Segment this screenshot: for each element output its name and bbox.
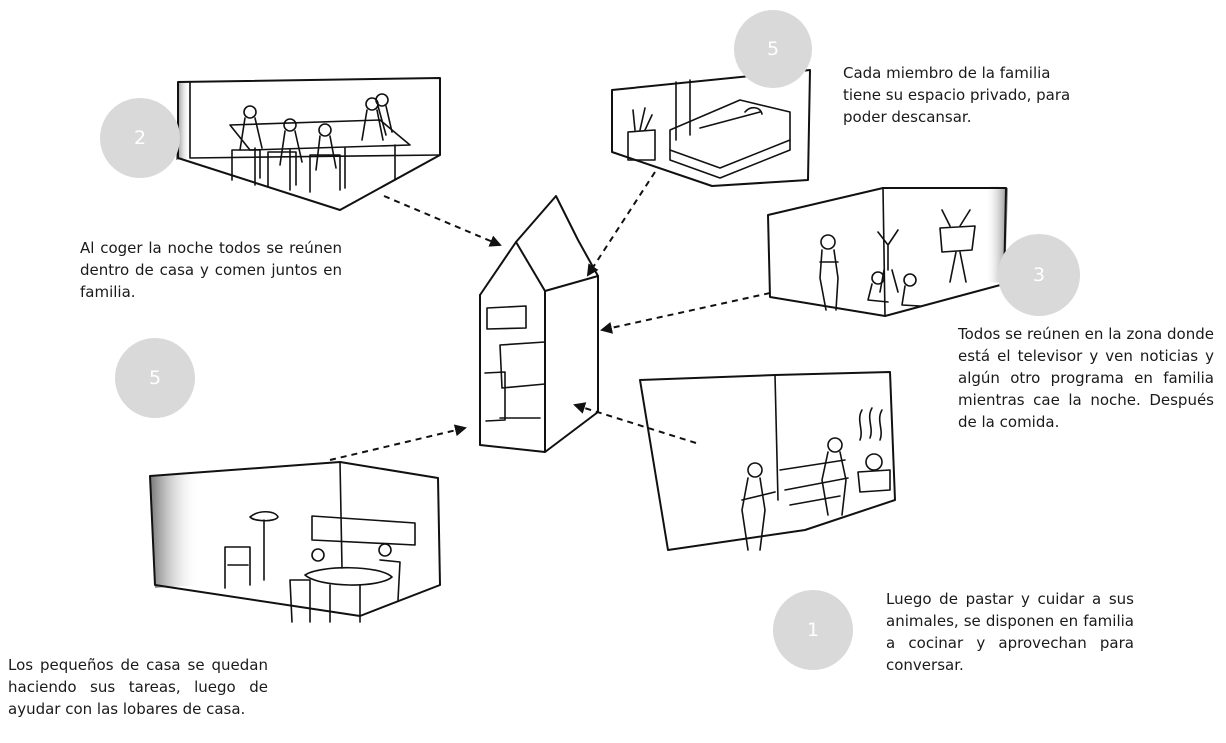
arrow-bedroom-to-house <box>586 171 656 277</box>
house-sketch <box>479 195 599 453</box>
homework-scene-sketch <box>149 461 441 623</box>
arrow-kitchen-to-house <box>573 402 697 444</box>
step-badge-5-bottom: 5 <box>115 338 195 418</box>
step-badge-1: 1 <box>773 590 853 670</box>
caption-kitchen: Luego de pastar y cuidar a sus animales,… <box>886 590 1134 674</box>
caption-bedroom: Cada miembro de la familia tiene su espa… <box>843 64 1071 126</box>
arrow-homework-to-house <box>329 424 467 461</box>
step-badge-5-top: 5 <box>734 10 812 88</box>
kitchen-scene-sketch <box>639 371 896 551</box>
caption-tv: Todos se reúnen en la zona donde está el… <box>958 325 1214 431</box>
tv-scene-sketch <box>767 185 1008 317</box>
step-badge-3: 3 <box>998 234 1080 316</box>
caption-homework: Los pequeños de casa se quedan haciendo … <box>8 656 268 718</box>
bedroom-scene-sketch <box>611 69 811 187</box>
connector-arrows <box>329 171 771 461</box>
arrow-tv-to-house <box>600 292 771 334</box>
step-badge-2: 2 <box>100 98 180 178</box>
dining-scene-sketch <box>176 77 441 211</box>
arrow-dining-to-house <box>383 195 502 247</box>
caption-dining: Al coger la noche todos se reúnen dentro… <box>80 239 342 301</box>
